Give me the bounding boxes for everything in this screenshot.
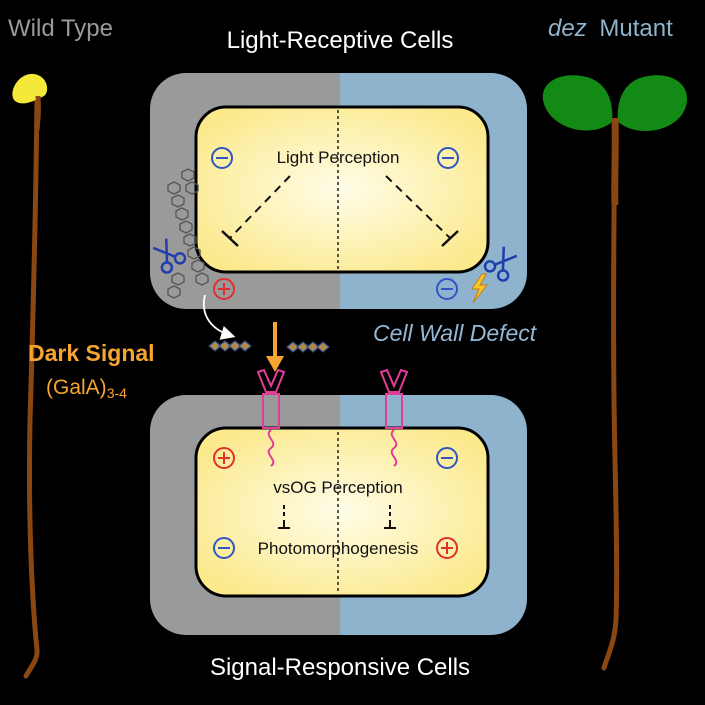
wild-type-seedling	[12, 73, 48, 679]
gala-subscript: 3-4	[107, 385, 127, 401]
signal-responsive-cell: vsOG Perception Photomorphogenesis	[150, 368, 527, 635]
minus-sign-top-left	[211, 147, 233, 169]
oligogalacturonide-chain-icon	[286, 341, 330, 353]
cytoplasm-bottom	[194, 426, 490, 598]
pectin-chain-icon	[167, 168, 209, 299]
dez-mutant-label: dez Mutant	[548, 15, 673, 42]
dez-mutant-seedling	[542, 75, 688, 671]
minus-sign-top-right	[437, 147, 459, 169]
receptor-icon	[379, 368, 409, 467]
dark-signal-label: Dark Signal	[28, 340, 155, 366]
gala-label: (GalA)3-4	[46, 376, 127, 401]
oligogalacturonide-chain-icon	[208, 340, 252, 352]
bottom-title: Signal-Responsive Cells	[210, 654, 470, 681]
release-arrow	[203, 294, 236, 340]
receptor-icon	[256, 368, 286, 467]
lightning-icon	[471, 273, 489, 304]
wild-type-cotyledon	[12, 73, 48, 104]
mutant-hypocotyl	[601, 122, 620, 671]
scissors-icon	[152, 238, 187, 274]
light-receptive-cell: Light Perception	[150, 73, 527, 309]
photomorphogenesis-label: Photomorphogenesis	[258, 539, 419, 558]
mutant-word: Mutant	[599, 15, 673, 42]
signal-arrow	[266, 322, 284, 372]
top-title: Light-Receptive Cells	[227, 27, 454, 54]
plus-sign-bottom-right	[436, 537, 458, 559]
mutant-cotyledon-right	[617, 75, 688, 131]
vsog-perception-label: vsOG Perception	[273, 478, 402, 497]
minus-sign-top-lower-right	[436, 278, 458, 300]
cell-wall-defect-label: Cell Wall Defect	[373, 320, 538, 346]
minus-sign-bottom-left	[213, 537, 235, 559]
inhibition-line-left	[229, 175, 291, 239]
light-perception-label: Light Perception	[277, 148, 400, 167]
plus-sign-bottom-left	[213, 447, 235, 469]
dez-gene-name: dez	[548, 15, 587, 42]
mutant-cotyledon-left	[542, 75, 613, 131]
cytoplasm-top	[194, 105, 490, 274]
minus-sign-bottom-right	[436, 447, 458, 469]
gala-text: (GalA)	[46, 376, 107, 399]
scissors-icon	[483, 246, 518, 282]
wild-type-hypocotyl	[23, 92, 40, 679]
inhibition-line-right	[385, 175, 451, 239]
wild-type-label: Wild Type	[8, 15, 113, 42]
plus-sign-top-left	[213, 278, 235, 300]
